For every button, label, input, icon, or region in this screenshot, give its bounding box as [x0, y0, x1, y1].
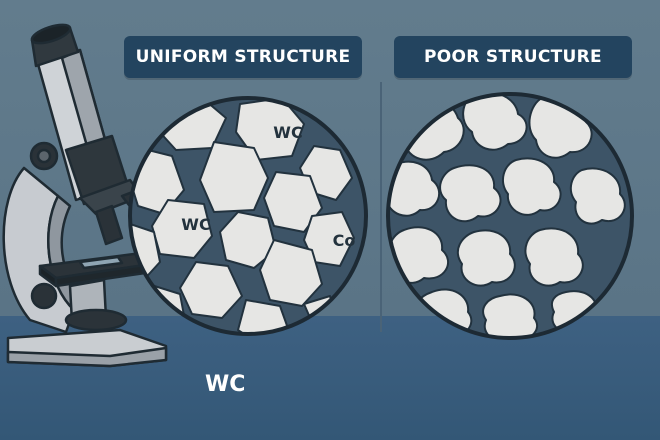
microscope-icon	[2, 23, 168, 368]
wc-grain	[462, 94, 528, 151]
wc-grain	[524, 227, 584, 287]
wc-grain	[303, 211, 355, 267]
uniform-structure-title: UNIFORM STRUCTURE	[124, 36, 362, 78]
poor-structure-circle	[386, 92, 634, 340]
wc-grain	[219, 211, 277, 269]
wc-grain	[151, 199, 213, 259]
wc-grain	[199, 141, 269, 213]
wc-grain	[569, 167, 626, 225]
wc-grain	[179, 261, 243, 319]
co-binder-label: Co	[333, 231, 356, 250]
wc-grain	[263, 171, 323, 233]
poor-structure-title: POOR STRUCTURE	[394, 36, 632, 78]
wc-grain	[482, 293, 539, 338]
wc-grain	[388, 226, 449, 284]
wc-grain	[414, 288, 473, 338]
wc-grain	[439, 164, 502, 223]
wc-caption: WC	[205, 372, 246, 397]
wc-grain	[259, 239, 323, 307]
wc-grain-label: WC	[181, 215, 210, 234]
wc-grain	[456, 229, 516, 287]
uniform-structure-circle: WC WC Co	[128, 96, 368, 336]
panel-divider	[380, 82, 382, 332]
wc-grain	[130, 223, 161, 285]
wc-grain	[501, 157, 562, 216]
wc-grain	[235, 98, 305, 161]
wc-grain-label: WC	[273, 123, 302, 142]
wc-grain	[237, 299, 291, 334]
